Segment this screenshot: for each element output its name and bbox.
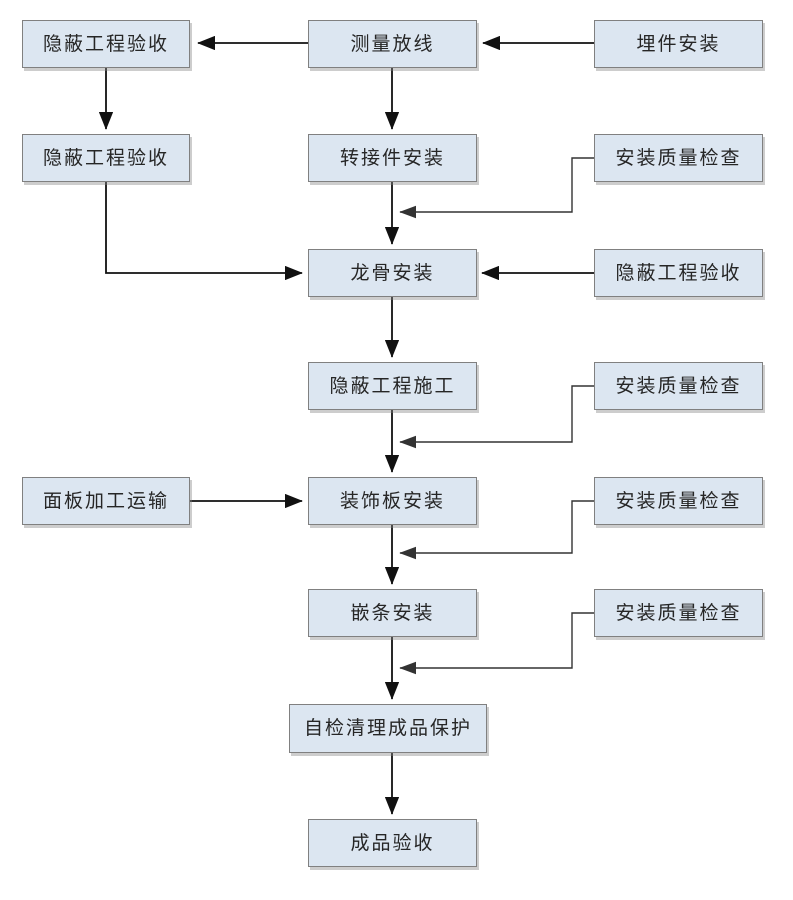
edge-quality3-join-flow [399, 500, 594, 560]
node-decorative-panel-install: 装饰板安装 [308, 477, 477, 525]
node-quality-check-2: 安装质量检查 [594, 362, 763, 410]
node-embed-parts-install: 埋件安装 [594, 20, 763, 68]
node-self-check-protection: 自检清理成品保护 [289, 704, 487, 753]
node-hidden-acceptance-1: 隐蔽工程验收 [22, 20, 190, 68]
node-trim-strip-install: 嵌条安装 [308, 589, 477, 637]
edge-quality2-join-flow [399, 385, 594, 449]
node-adapter-install: 转接件安装 [308, 134, 477, 182]
node-quality-check-3: 安装质量检查 [594, 477, 763, 525]
node-keel-install: 龙骨安装 [308, 249, 477, 297]
node-hidden-acceptance-2: 隐蔽工程验收 [22, 134, 190, 182]
node-quality-check-1: 安装质量检查 [594, 134, 763, 182]
edge-hidden2-to-keel [105, 182, 303, 281]
node-hidden-work-construction: 隐蔽工程施工 [308, 362, 477, 410]
edge-quality1-join-flow [399, 157, 594, 219]
node-panel-process-transport: 面板加工运输 [22, 477, 190, 525]
node-survey-layout: 测量放线 [308, 20, 477, 68]
node-quality-check-4: 安装质量检查 [594, 589, 763, 637]
node-finished-acceptance: 成品验收 [308, 819, 477, 867]
edge-quality4-join-flow [399, 612, 594, 675]
node-hidden-acceptance-3: 隐蔽工程验收 [594, 249, 763, 297]
edges-group [98, 35, 594, 815]
